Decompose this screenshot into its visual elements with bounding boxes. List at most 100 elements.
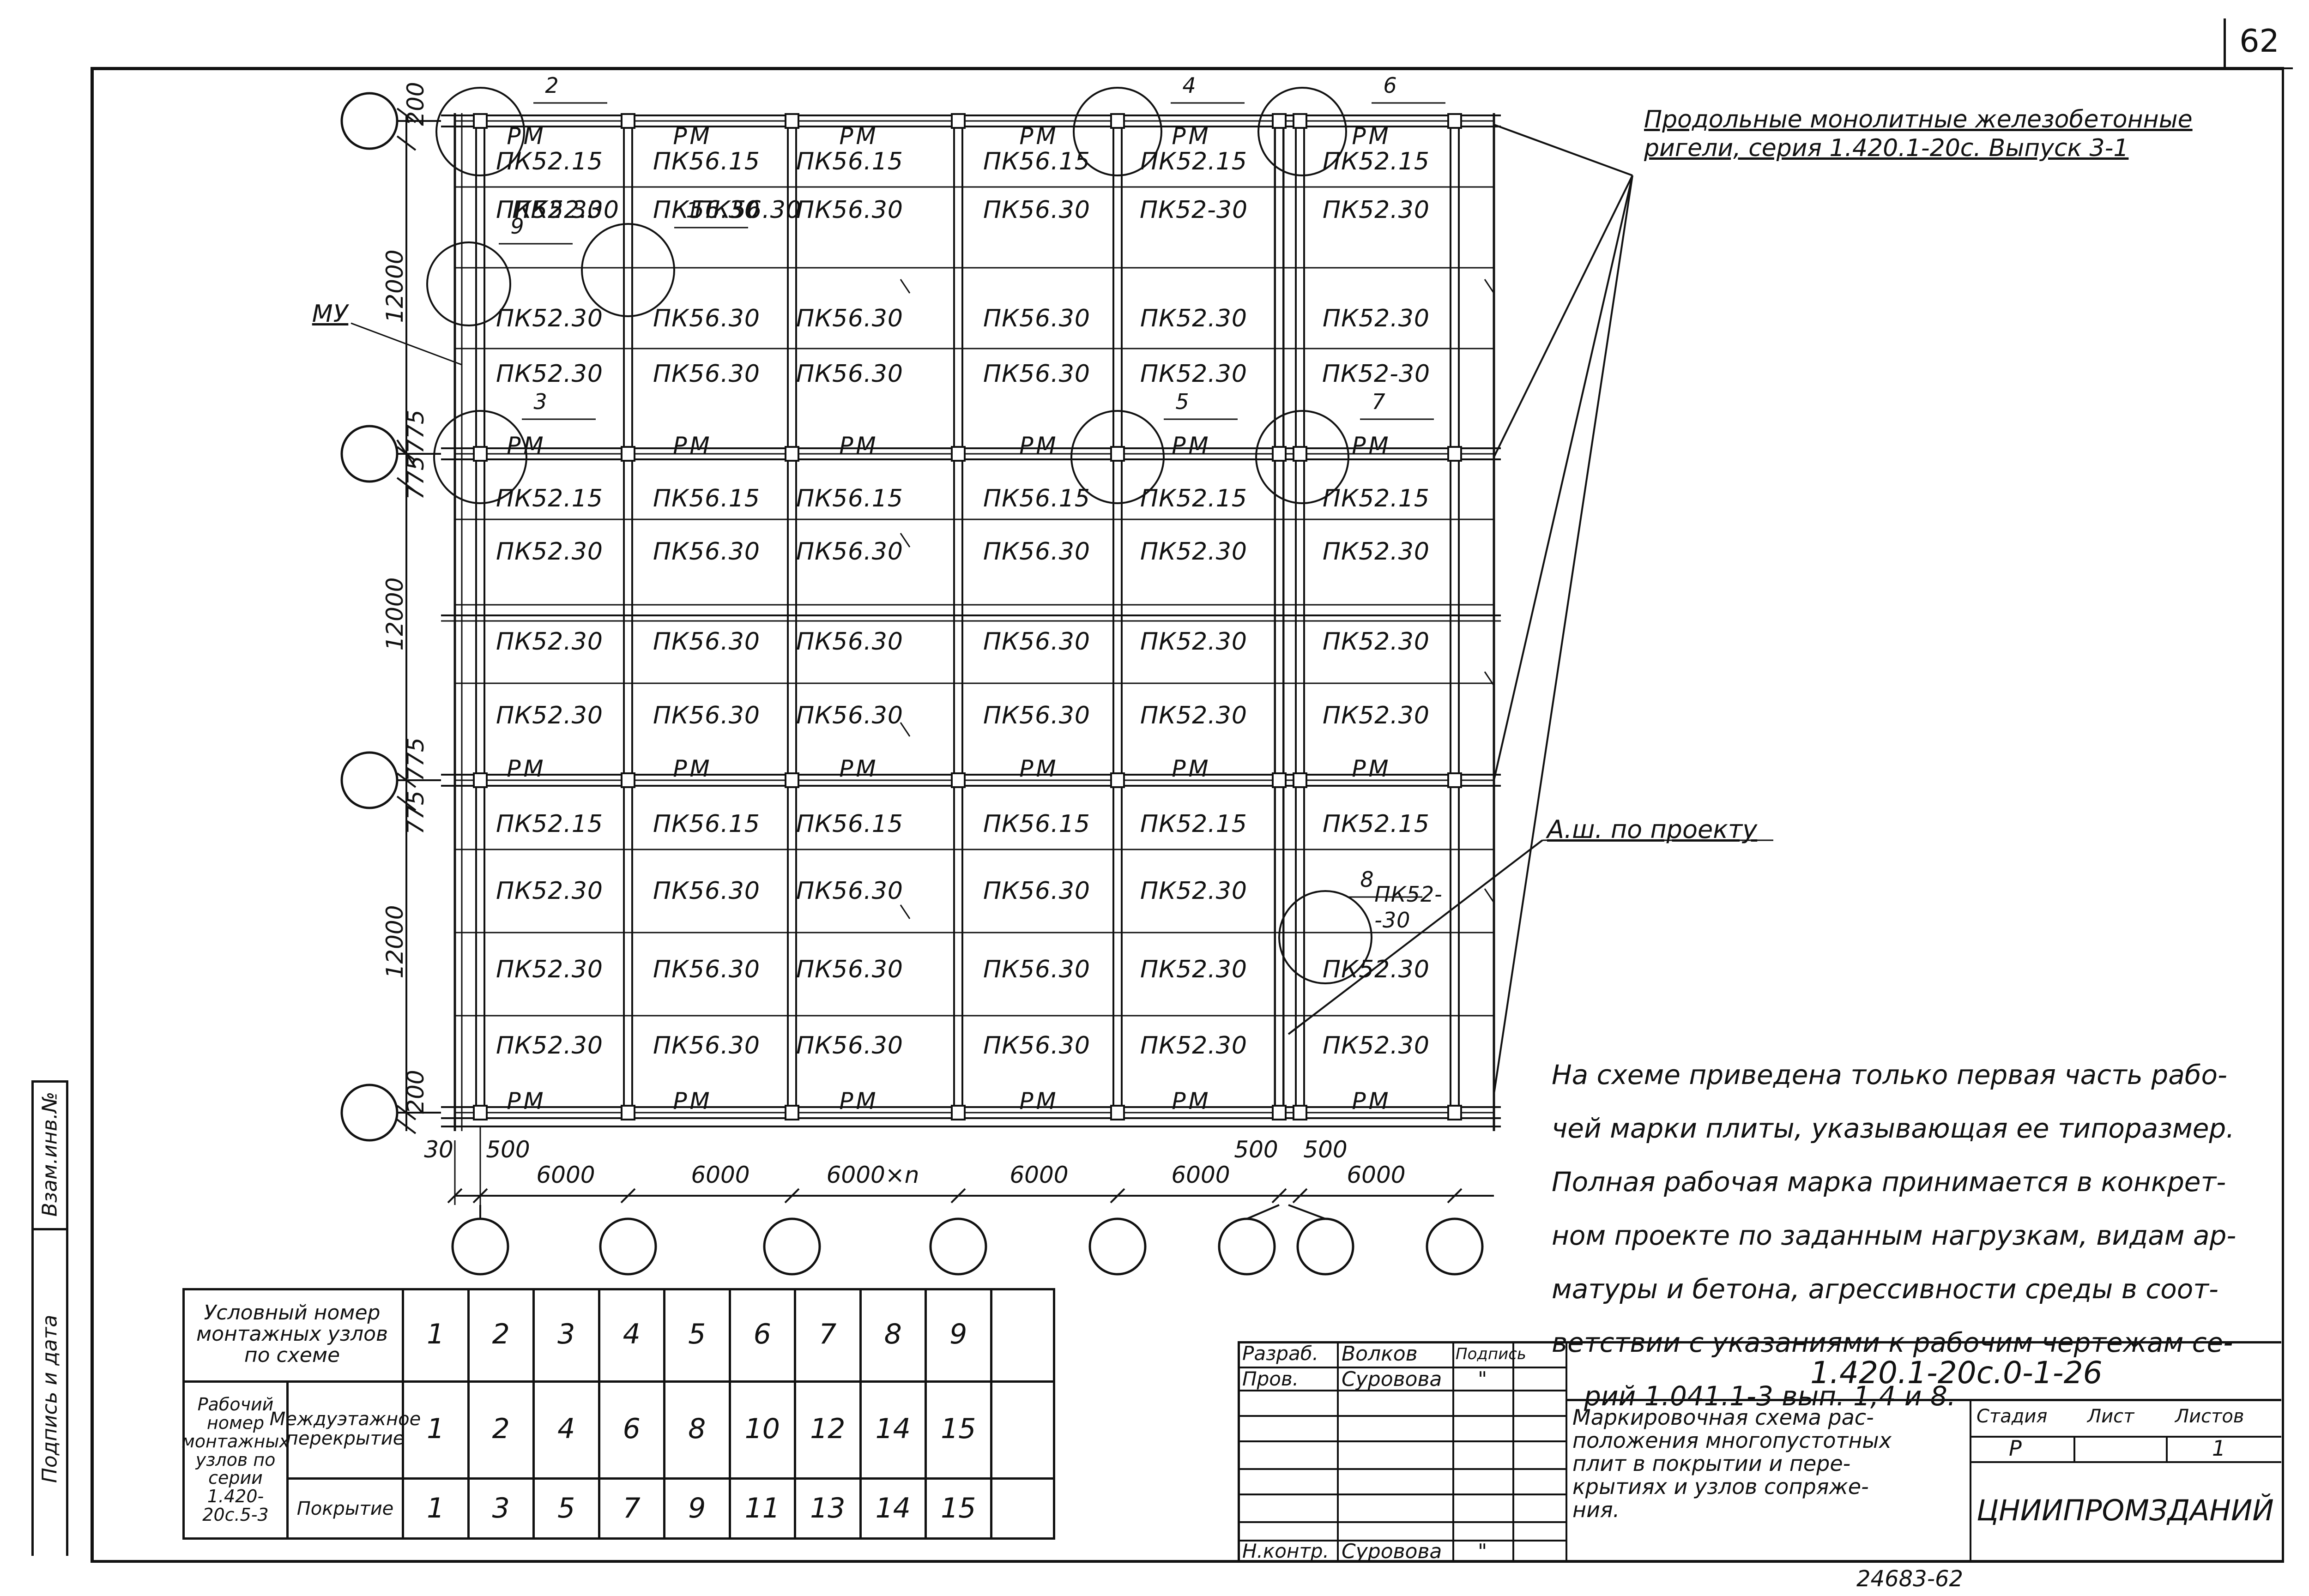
dim-edge: 200: [402, 82, 429, 126]
table-rule: [663, 1288, 665, 1540]
plate-label: ПК52.15: [496, 810, 603, 838]
plate-label: ПК52.30: [1140, 628, 1247, 656]
dimension-tick: [396, 439, 417, 469]
rm-girder-label: РМ: [1172, 755, 1211, 782]
plate-label: ПК52-30: [1139, 196, 1248, 224]
axis-leader: [1288, 1204, 1326, 1220]
plate-label: ПК56.15: [796, 148, 903, 175]
plate-label: ПК52.30: [1323, 628, 1430, 656]
table-rule: [532, 1288, 535, 1540]
plate-label: ПК56.30: [653, 956, 760, 983]
node-block: [1272, 113, 1287, 129]
column-axis-bubble: [1426, 1217, 1484, 1276]
table-cell: 14: [875, 1412, 911, 1445]
table-cell: [992, 1383, 1056, 1475]
node-block: [621, 446, 635, 462]
rm-girder-label: РМ: [673, 432, 713, 459]
plate-label: ПК56.30: [796, 877, 903, 905]
node-number: 9: [510, 214, 524, 239]
dimension-tick: [396, 135, 417, 151]
table-cell: 4: [623, 1318, 641, 1350]
node-block: [1272, 1105, 1287, 1120]
plate-label: ПК56.15: [796, 485, 903, 512]
node-callout-circle: [1073, 87, 1162, 176]
table-rule: [1053, 1288, 1055, 1540]
dimension-tick: [396, 108, 417, 123]
plate-label: ПК56.30: [653, 360, 760, 388]
plate-label: ПК52.30: [496, 305, 603, 332]
column-axis-bubble: [599, 1217, 657, 1276]
node-callout-circle: [426, 241, 511, 326]
plate-label: ПК56.30: [983, 956, 1090, 983]
dim-span: 12000: [381, 249, 408, 323]
table-cell: 1: [427, 1492, 445, 1524]
document-code: 1.420.1-20с.0-1-26: [1810, 1355, 2103, 1391]
node-block: [1272, 772, 1287, 788]
plate-label: ПК56.30: [983, 1032, 1090, 1060]
node-block: [1293, 446, 1307, 462]
table-row-header: Покрытие: [296, 1498, 394, 1519]
plate-label: ПК52.15: [496, 148, 603, 175]
break-mark: [900, 904, 911, 919]
rm-girder-label: РМ: [1019, 755, 1059, 782]
title-role: Разраб.: [1242, 1342, 1319, 1365]
plate-label: ПК56.30: [796, 628, 903, 656]
node-block: [1447, 446, 1462, 462]
node-block: [473, 113, 488, 129]
plate-label: ПК56.30: [796, 305, 903, 332]
node-block: [1447, 1105, 1462, 1120]
dimension-tick: [396, 1105, 417, 1120]
node-block: [473, 446, 488, 462]
dim-bay: 6000: [691, 1162, 750, 1188]
my-leader: [351, 322, 462, 366]
rm-girder-label: РМ: [507, 755, 546, 782]
rm-girder-label: РМ: [1352, 432, 1391, 459]
node-block: [1293, 772, 1307, 788]
plate-label: ПК52.30: [496, 1032, 603, 1060]
scheme-note: На схеме приведена только первая часть р…: [1552, 1048, 2236, 1423]
table-cell: 3: [492, 1492, 510, 1524]
table-cell: 3: [557, 1318, 575, 1350]
dimension-tick: [396, 1119, 417, 1134]
table-cell: 8: [688, 1412, 706, 1445]
table-rule: [182, 1288, 1055, 1290]
axis-leader: [1246, 1204, 1280, 1220]
plate-label: ПК52.30: [496, 538, 603, 566]
node-number: 1: [686, 198, 700, 223]
rm-girder-label: РМ: [1352, 755, 1391, 782]
dimension-tick: [1271, 1188, 1287, 1204]
stamp-divider: [34, 1080, 66, 1083]
plate-label: ПК52.30: [1140, 1032, 1247, 1060]
table-header: Условный номер монтажных узлов по схеме: [196, 1301, 388, 1367]
plate-label: ПК52.30: [496, 877, 603, 905]
node-block: [1110, 772, 1125, 788]
dim-bay: 6000: [1009, 1162, 1069, 1188]
rm-girder-label: РМ: [507, 123, 546, 150]
plate-label: ПК52.30: [1323, 305, 1430, 332]
node-number: 3: [533, 389, 547, 414]
drawing-frame: [91, 67, 2284, 1563]
title-name: Волков: [1342, 1342, 1418, 1366]
sheets-value: 1: [2212, 1436, 2226, 1461]
table-cell: 14: [875, 1492, 911, 1524]
table-group-header: Рабочий номер монтажных узлов по серии 1…: [181, 1394, 290, 1525]
node-block: [951, 1105, 966, 1120]
table-cell: 15: [941, 1412, 976, 1445]
node-block: [1110, 1105, 1125, 1120]
title-signature: ": [1478, 1367, 1487, 1391]
table-rule: [182, 1537, 1055, 1540]
column-axis-bubble: [763, 1217, 821, 1276]
dimension-tick: [396, 477, 417, 493]
plate-label: ПК52.30: [496, 956, 603, 983]
table-cell: 10: [744, 1412, 780, 1445]
plate-label: ПК56.15: [653, 485, 760, 512]
node-block: [1293, 113, 1307, 129]
dim-span: 12000: [381, 577, 408, 651]
title-rule: [1452, 1341, 1454, 1563]
plate-label: ПК52.30: [1140, 702, 1247, 729]
table-rule: [467, 1288, 470, 1540]
dim-bay: 6000: [1347, 1162, 1406, 1188]
table-rule: [925, 1288, 927, 1540]
plate-label: ПК52.30: [1140, 877, 1247, 905]
row-axis-bubble: [340, 425, 399, 483]
